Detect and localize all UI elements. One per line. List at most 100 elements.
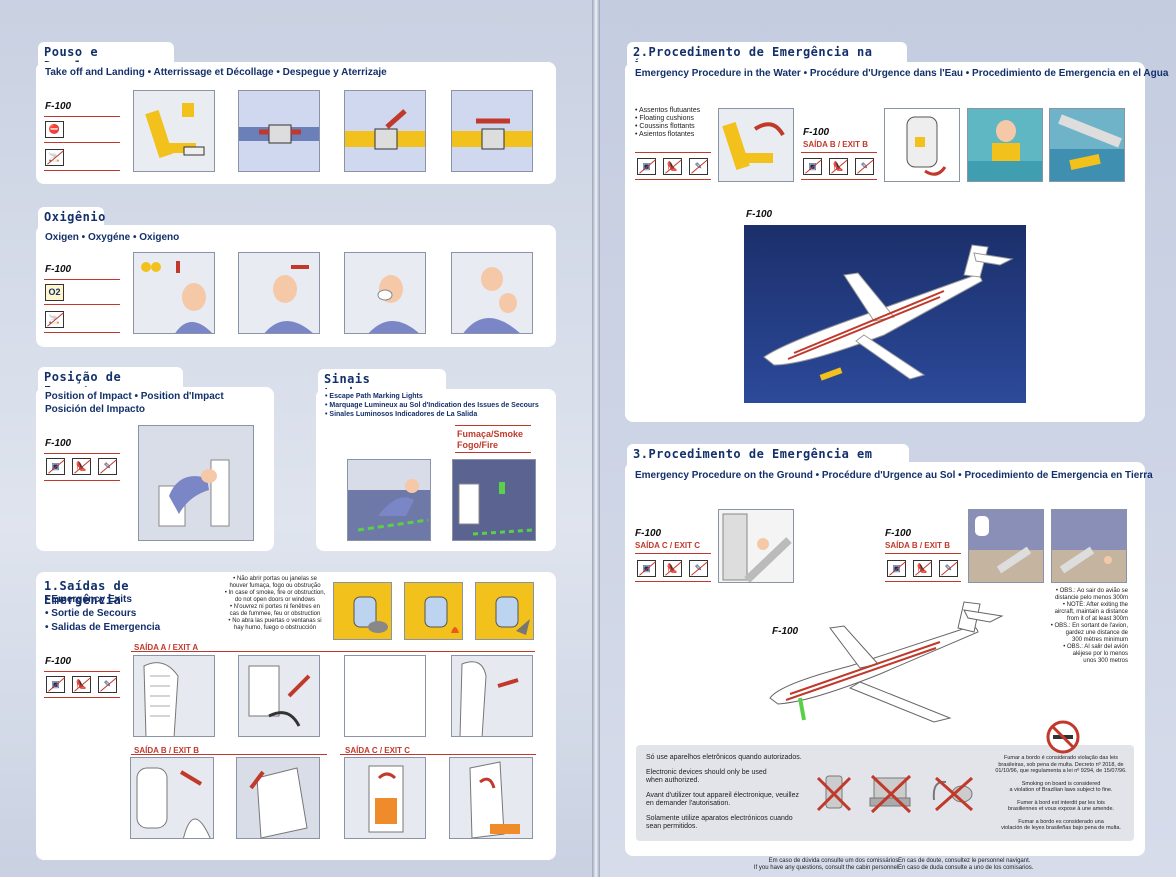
obs-line: aléjese por lo menos (1072, 651, 1128, 657)
ground-exit-c-illustration (718, 509, 794, 583)
exit-a-step-1 (133, 655, 215, 737)
no-baggage-icon: ▣ (637, 158, 656, 175)
divider (635, 179, 711, 180)
subtitle-agua: Emergency Procedure in the Water • Procé… (635, 68, 1169, 79)
crawl-path-illustration (347, 459, 431, 541)
no-smoking-icon: 🚬 (45, 149, 64, 166)
divider (131, 651, 535, 652)
oxygen-sign-icon: O2 (45, 284, 64, 301)
exit-c-step-1 (344, 757, 426, 839)
saidas-note: • Não abrir portas ou janelas se houver … (220, 576, 330, 632)
obs-line: • NOTE: After exiting the (1062, 602, 1128, 608)
note-line: cas de fummee, feu or obstruction (229, 611, 321, 617)
footer-line-pt: Em caso de dúvida consulte um dos comiss… (768, 858, 900, 864)
divider (340, 754, 536, 755)
no-baggage-icon: ▣ (46, 676, 65, 693)
no-sharp-objects-icon: ✎ (98, 458, 117, 475)
divider (455, 452, 531, 453)
no-heels-icon: 👠 (72, 458, 91, 475)
no-headphone-player-icon (926, 770, 980, 816)
divider (44, 332, 120, 333)
divider (44, 697, 120, 698)
floating-cushion-illustration (718, 108, 794, 182)
release-belt-illustration (451, 90, 533, 172)
window-smoke-illustration (333, 582, 392, 640)
no-smoking-icon: 🚬 (45, 311, 64, 328)
model-label-agua: F-100 (803, 127, 830, 138)
smoke-label: Fumaça/Smoke (457, 429, 524, 439)
electronics-fr-1: Avant d'utilizer tout appareil électroni… (646, 792, 799, 799)
right-page: 2.Procedimento de Emergência na Água Eme… (600, 0, 1176, 877)
window-obstruction-illustration (475, 582, 534, 640)
note-line: houver fumaça, fogo ou obstrução (229, 583, 321, 589)
ground-exit-b-step-2 (1051, 509, 1127, 583)
obs-line: gardez une distance de (1065, 630, 1128, 636)
model-label-oxigenio: F-100 (45, 264, 72, 275)
oxygen-mask-drop-illustration (133, 252, 215, 334)
wear-mask-illustration (344, 252, 426, 334)
exit-b-label: SAÍDA B / EXIT B (134, 746, 200, 755)
float-line: • Assentos flutuantes (635, 107, 701, 114)
fire-label: Fogo/Fire (457, 440, 498, 450)
obs-line: • OBS.: En sortant de l'avion, (1050, 623, 1128, 629)
smoking-law-notice: Fumar a bordo é considerado violação das… (992, 755, 1130, 832)
no-heels-icon: 👠 (913, 560, 932, 577)
exit-a-step-3 (344, 655, 426, 737)
no-sharp-objects-icon: ✎ (689, 158, 708, 175)
smoke-pt-1: Fumar a bordo é considerado violação das… (1003, 755, 1119, 761)
obs-line: • OBS.: Al salir del avión (1063, 644, 1128, 650)
no-heels-icon: 👠 (72, 676, 91, 693)
no-sharp-objects-icon: ✎ (855, 158, 874, 175)
subtitle-pouso: Take off and Landing • Atterrissage et D… (45, 67, 387, 78)
smoke-fr-1: Fumer à bord est interdit par les lois (1017, 799, 1105, 806)
divider (635, 553, 711, 554)
note-line: • No abra las puertas o ventanas si (228, 618, 322, 624)
exit-b-step-1 (130, 757, 214, 839)
section-tab-pouso: Pouso e Decolagem (38, 42, 174, 73)
obs-line: aircraft, maintain a distance (1054, 609, 1128, 615)
obs-line: from it of at least 300m (1066, 616, 1128, 622)
oxygen-sign-label: O2 (48, 287, 61, 297)
fasten-belt-illustration (238, 90, 320, 172)
obs-line: distancie pelo menos 300m (1054, 595, 1128, 601)
ground-evacuation-diagram (760, 598, 1010, 730)
no-baggage-icon: ▣ (803, 158, 822, 175)
agua-exit-b-label: SAÍDA B / EXIT B (803, 140, 869, 149)
divider (635, 581, 711, 582)
smoke-fr-2: brasiliennes et vous expose à une amende… (1007, 806, 1115, 812)
divider (455, 425, 531, 426)
electronics-fr-2: en demander l'autorisation. (646, 800, 731, 807)
divider (885, 553, 961, 554)
terra-exit-c-label: SAÍDA C / EXIT C (635, 541, 701, 550)
footer-line-es: En caso de duda consulte a uno de los co… (898, 865, 1034, 871)
obs-line: • OBS.: Ao sair do avião se (1055, 588, 1128, 594)
page-gutter (592, 0, 600, 877)
note-line: • Não abrir portas ou janelas se (233, 576, 317, 582)
divider (44, 279, 120, 280)
exit-b-step-2 (236, 757, 320, 839)
footer-right: En cas de doute, consultez le personnel … (898, 858, 1118, 872)
no-sharp-objects-icon: ✎ (98, 676, 117, 693)
electronics-es-2: sean permitidos. (646, 823, 698, 830)
model-label-saidas: F-100 (45, 656, 72, 667)
terra-exit-b-label: SAÍDA B / EXIT B (885, 541, 951, 550)
tighten-belt-illustration (344, 90, 426, 172)
model-label-terra-c: F-100 (635, 528, 662, 539)
smoke-es-2: violación de leyes brasileñas bajo pena … (1001, 825, 1121, 831)
electronics-es-1: Solamente utilize aparatos electrónicos … (646, 815, 793, 822)
divider (44, 142, 120, 143)
obs-distance-note: • OBS.: Ao sair do avião se distancie pe… (1010, 588, 1128, 665)
no-baggage-icon: ▣ (887, 560, 906, 577)
model-label-terra-b: F-100 (885, 528, 912, 539)
model-label-impacto: F-100 (45, 438, 72, 449)
exit-a-step-4 (451, 655, 533, 737)
divider (635, 152, 711, 153)
obs-line: 300 mètres minimum (1071, 637, 1128, 643)
subtitle-terra: Emergency Procedure on the Ground • Proc… (635, 470, 1153, 481)
left-page: Pouso e Decolagem Take off and Landing •… (0, 0, 592, 877)
exit-c-step-2 (449, 757, 533, 839)
no-heels-icon: 👠 (829, 158, 848, 175)
model-label-pouso: F-100 (45, 101, 72, 112)
water-exit-door-illustration (884, 108, 960, 182)
ground-exit-b-step-1 (968, 509, 1044, 583)
